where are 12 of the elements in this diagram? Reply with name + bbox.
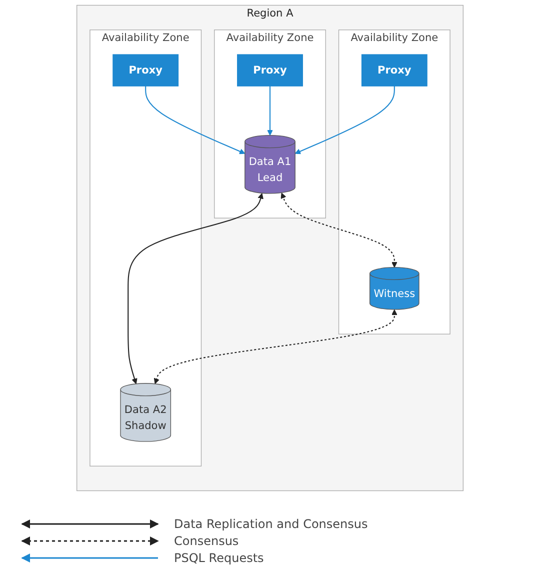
node-box: Proxy	[112, 54, 179, 86]
legend-text: PSQL Requests	[174, 551, 264, 565]
node-box: Proxy	[361, 54, 428, 86]
legend-text: Consensus	[174, 534, 239, 548]
arrow	[145, 86, 246, 154]
arrow	[267, 86, 273, 136]
arrow	[128, 193, 264, 384]
legend-text: Data Replication and Consensus	[174, 517, 368, 531]
node-box: Proxy	[237, 54, 303, 86]
arrow	[154, 309, 398, 384]
arrow	[280, 192, 398, 268]
arrow	[294, 86, 395, 154]
